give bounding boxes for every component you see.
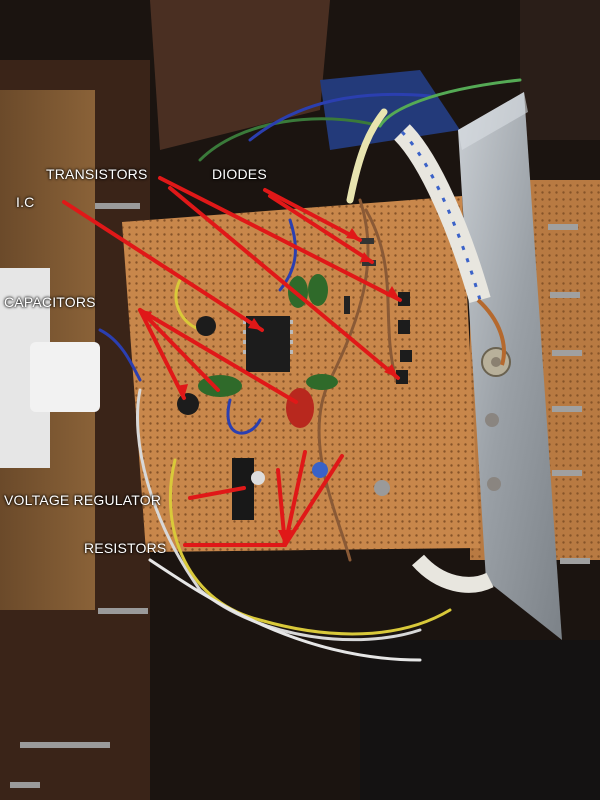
capacitors-label: CAPACITORS [4,294,96,310]
black-box [360,640,600,800]
electrolytic-capacitor [177,393,199,415]
transistors-label: TRANSISTORS [46,166,148,182]
blue-part [320,70,460,150]
ic-label: I.C [16,194,35,210]
red-capacitor [286,388,314,428]
annotation-arrows [62,176,402,547]
connector-socket [30,342,100,412]
diode [360,238,374,244]
voltage-regulator-label: VOLTAGE REGULATOR [4,492,162,508]
resistors-label: RESISTORS [84,540,167,556]
bolts [548,224,590,564]
enclosure-back [150,0,330,150]
diodes-label: DIODES [212,166,267,182]
